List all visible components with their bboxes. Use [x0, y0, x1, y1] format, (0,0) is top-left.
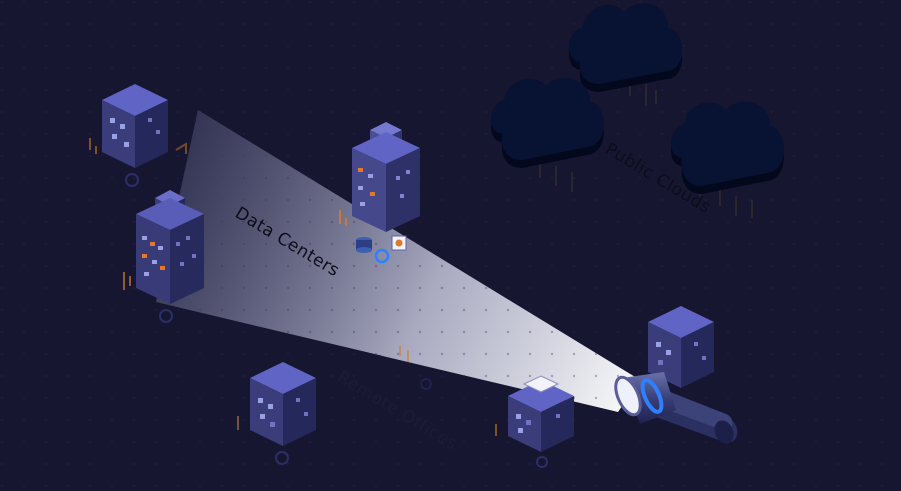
data-center-building: [89, 84, 187, 187]
cloud-icon: [670, 101, 784, 218]
flashlight-lens: [614, 375, 642, 417]
cloud-icon: [490, 77, 604, 192]
remote-office-building: [495, 375, 574, 468]
sync-icon: [374, 248, 390, 264]
database-icon: [356, 237, 372, 253]
cloud-icon: [568, 3, 683, 106]
gear-icon: [391, 235, 407, 251]
remote-office-building: [648, 306, 714, 388]
data-center-building: [339, 122, 420, 264]
data-center-building: [123, 190, 204, 323]
remote-office-building: [237, 362, 316, 465]
flashlight-icon: [614, 372, 738, 444]
network-node-icon: [399, 346, 432, 390]
